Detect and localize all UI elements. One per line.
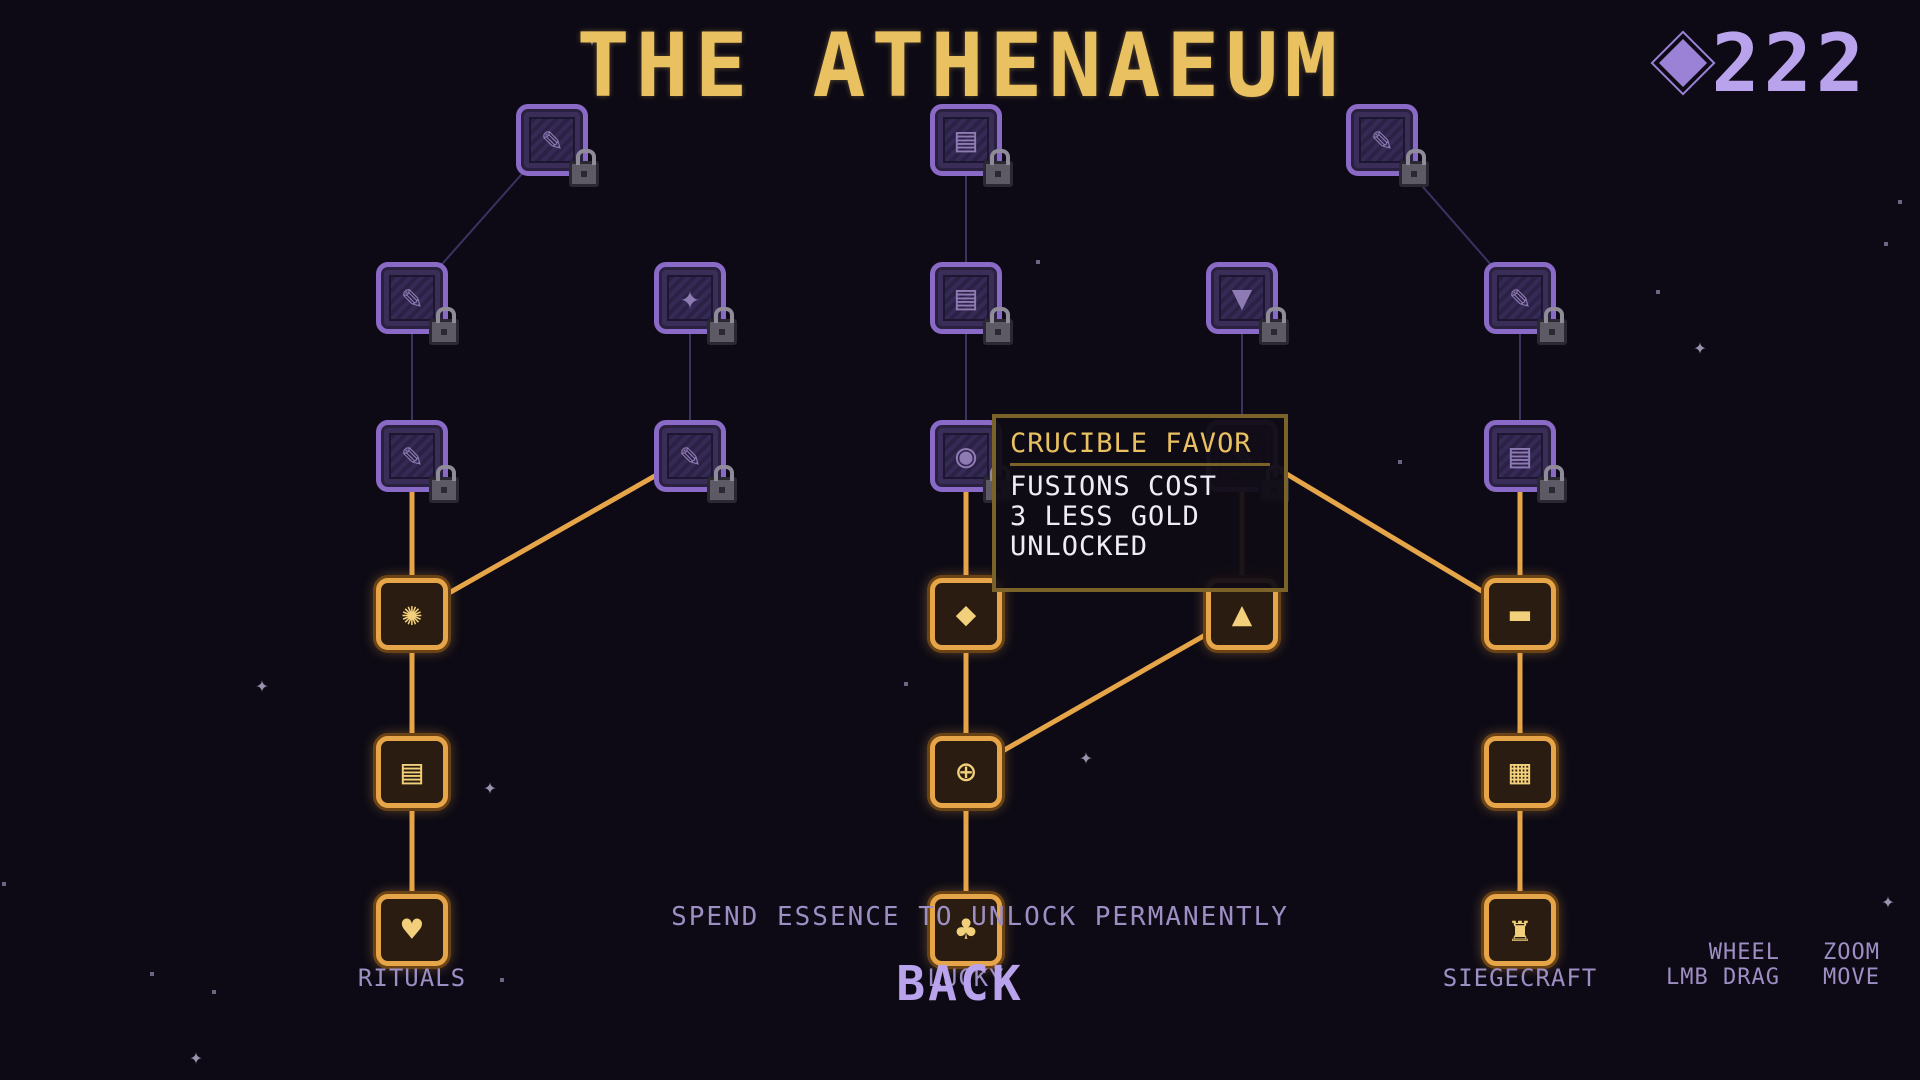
control-key: WHEEL bbox=[1708, 940, 1780, 965]
lock-icon bbox=[707, 307, 737, 345]
lock-icon bbox=[983, 307, 1013, 345]
skill-node-unlocked[interactable]: ✺ bbox=[376, 578, 448, 650]
mask-icon: ▤ bbox=[401, 752, 423, 792]
skill-node-unlocked[interactable]: ◆ bbox=[930, 578, 1002, 650]
coin-pouch-icon: ⊕ bbox=[955, 752, 977, 792]
skill-node-unlocked[interactable]: ▤ bbox=[376, 736, 448, 808]
lock-icon bbox=[429, 307, 459, 345]
star-decoration bbox=[1898, 200, 1902, 204]
star-decoration: ✦ bbox=[189, 1045, 203, 1070]
control-action: ZOOM bbox=[1823, 940, 1880, 965]
star-decoration: ✦ bbox=[1881, 889, 1895, 914]
scroll-icon: ✎ bbox=[1371, 120, 1393, 160]
skill-node-locked[interactable]: ✎ bbox=[1484, 262, 1567, 345]
gems-icon: ◆ bbox=[955, 594, 977, 634]
skill-node-locked[interactable]: ▤ bbox=[930, 104, 1013, 187]
star-decoration: ✦ bbox=[585, 27, 599, 52]
lock-icon bbox=[1399, 149, 1429, 187]
star-decoration bbox=[1656, 290, 1660, 294]
anvil-icon: ▬ bbox=[1509, 594, 1531, 634]
scroll-icon: ✎ bbox=[541, 120, 563, 160]
tooltip-line: UNLOCKED bbox=[1010, 531, 1149, 562]
lock-icon bbox=[983, 149, 1013, 187]
potion-icon: ♥ bbox=[401, 910, 423, 950]
skill-node-unlocked[interactable]: ♜ bbox=[1484, 894, 1556, 966]
crate-icon: ▦ bbox=[1509, 752, 1531, 792]
skill-node-locked[interactable]: ✎ bbox=[654, 420, 737, 503]
scroll-icon: ✎ bbox=[679, 436, 701, 476]
branch-label-rituals: RITUALS bbox=[357, 964, 467, 992]
skill-node-locked[interactable]: ✎ bbox=[516, 104, 599, 187]
star-decoration bbox=[1884, 242, 1888, 246]
skill-node-locked[interactable]: ✎ bbox=[1346, 104, 1429, 187]
skill-node-unlocked[interactable]: ♣ bbox=[930, 894, 1002, 966]
star-decoration bbox=[150, 972, 154, 976]
skill-node-locked[interactable]: ▤ bbox=[930, 262, 1013, 345]
star-decoration bbox=[212, 990, 216, 994]
skill-node-locked[interactable]: ▼ bbox=[1206, 262, 1289, 345]
controls-legend: WHEEL ZOOM LMB DRAG MOVE bbox=[1640, 940, 1880, 990]
lock-icon bbox=[1259, 307, 1289, 345]
lock-icon bbox=[429, 465, 459, 503]
skill-node-locked[interactable]: ▤ bbox=[1484, 420, 1567, 503]
star-decoration bbox=[1398, 460, 1402, 464]
cloak-icon: ▲ bbox=[1231, 594, 1253, 634]
back-button[interactable]: BACK bbox=[896, 956, 1024, 1012]
star-decoration: ✦ bbox=[483, 775, 497, 800]
skill-node-unlocked[interactable]: ▬ bbox=[1484, 578, 1556, 650]
star-decoration bbox=[904, 682, 908, 686]
branch-label-siegecraft: SIEGECRAFT bbox=[1442, 964, 1598, 992]
edge-active bbox=[964, 611, 1244, 775]
edge-active bbox=[1278, 467, 1522, 617]
scroll-icon: ▤ bbox=[955, 120, 977, 160]
scroll-icon: ▤ bbox=[1509, 436, 1531, 476]
sigil-icon: ✺ bbox=[401, 594, 423, 634]
shield-icon: ▼ bbox=[1231, 278, 1253, 318]
skill-node-unlocked[interactable]: ▦ bbox=[1484, 736, 1556, 808]
tooltip-title: CRUCIBLE FAVOR bbox=[1010, 428, 1270, 466]
lock-icon bbox=[1537, 465, 1567, 503]
skill-node-unlocked[interactable]: ♥ bbox=[376, 894, 448, 966]
scroll-icon: ✎ bbox=[1509, 278, 1531, 318]
lock-icon bbox=[1537, 307, 1567, 345]
star-decoration: ✦ bbox=[255, 673, 269, 698]
tower-icon: ♜ bbox=[1509, 910, 1531, 950]
essence-amount: 222 bbox=[1711, 16, 1868, 110]
clover-icon: ♣ bbox=[955, 910, 977, 950]
lock-icon bbox=[569, 149, 599, 187]
essence-counter: 222 bbox=[1658, 16, 1869, 110]
unlock-hint: SPEND ESSENCE TO UNLOCK PERMANENTLY bbox=[671, 902, 1289, 932]
star-decoration: ✦ bbox=[1079, 745, 1093, 770]
skill-node-locked[interactable]: ✎ bbox=[376, 420, 459, 503]
scroll-icon: ▤ bbox=[955, 278, 977, 318]
control-action: MOVE bbox=[1823, 965, 1880, 990]
skill-node-locked[interactable]: ✎ bbox=[376, 262, 459, 345]
skill-node-locked[interactable]: ✦ bbox=[654, 262, 737, 345]
skill-node-unlocked[interactable]: ⊕ bbox=[930, 736, 1002, 808]
tooltip-line: 3 LESS GOLD bbox=[1010, 501, 1200, 532]
edge-active bbox=[410, 453, 692, 617]
scroll-icon: ✎ bbox=[401, 436, 423, 476]
skill-tooltip: CRUCIBLE FAVOR FUSIONS COST 3 LESS GOLD … bbox=[992, 414, 1288, 592]
star-decoration bbox=[1036, 260, 1040, 264]
tooltip-line: FUSIONS COST bbox=[1010, 471, 1218, 502]
scroll-icon: ✦ bbox=[679, 278, 701, 318]
crucible-icon: ◉ bbox=[955, 436, 977, 476]
control-key: LMB DRAG bbox=[1666, 965, 1780, 990]
page-title: THE ATHENAEUM bbox=[576, 14, 1344, 117]
star-decoration bbox=[500, 978, 504, 982]
lock-icon bbox=[707, 465, 737, 503]
branch-label-lucky: LUCKY bbox=[927, 964, 1005, 992]
star-decoration bbox=[2, 882, 6, 886]
scroll-icon: ✎ bbox=[401, 278, 423, 318]
essence-diamond-icon bbox=[1658, 38, 1707, 88]
star-decoration: ✦ bbox=[1693, 335, 1707, 360]
